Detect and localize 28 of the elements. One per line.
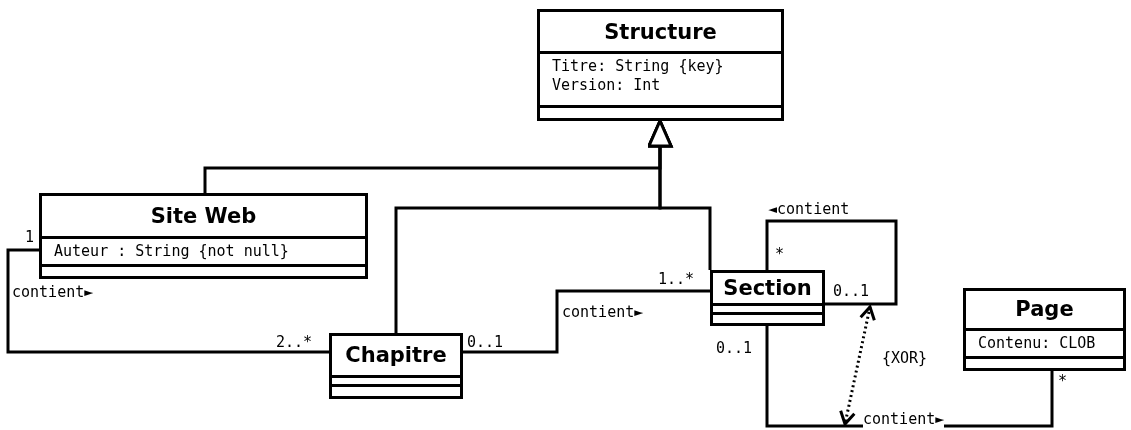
multiplicity-label: 0..1	[716, 340, 753, 357]
class-name: Page	[1015, 297, 1074, 322]
attribute-text: Version: Int	[552, 76, 661, 95]
class-box	[329, 333, 463, 399]
multiplicity-label: *	[1058, 373, 1068, 390]
association-line	[765, 219, 898, 306]
attribute-text: Titre: String {key}	[552, 57, 724, 76]
class-box	[710, 270, 825, 326]
class-box	[963, 288, 1126, 371]
multiplicity-label: {XOR}	[882, 350, 928, 367]
association-line	[6, 248, 329, 354]
attribute-text: Auteur : String {not null}	[54, 241, 289, 261]
multiplicity-label: 0..1	[833, 283, 870, 300]
class-name: Structure	[604, 19, 717, 44]
multiplicity-label: 0..1	[467, 334, 504, 351]
multiplicity-label: 2..*	[276, 334, 313, 351]
multiplicity-label: 1..*	[658, 271, 695, 288]
attribute-text: Contenu: CLOB	[978, 333, 1096, 353]
generalization-arrow	[647, 119, 712, 270]
class-box	[537, 9, 784, 121]
edge-label: contient►	[863, 411, 945, 428]
class-name: Section	[723, 276, 812, 301]
multiplicity-label: 1	[25, 229, 35, 246]
class-name: Site Web	[150, 203, 257, 228]
class-name: Chapitre	[345, 343, 447, 368]
association-line	[463, 289, 710, 354]
multiplicity-label: *	[775, 246, 785, 263]
class-box	[39, 193, 368, 279]
